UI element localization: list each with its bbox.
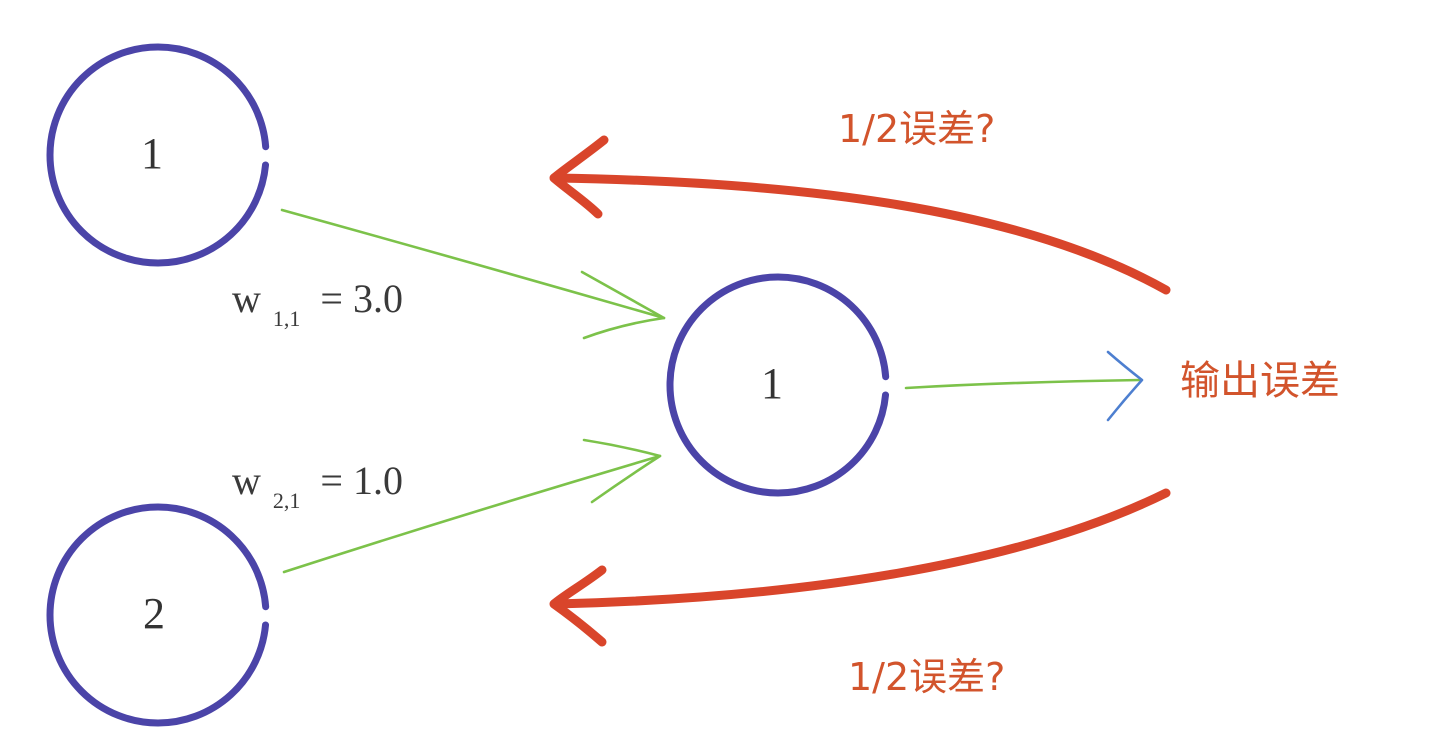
input-node-1-circle [46,43,270,267]
half-error-bottom-label: 1/2误差? [848,655,1005,699]
weight-w21-value: = 1.0 [320,458,403,503]
weight-w11-label: w 1,1 = 3.0 [232,276,403,335]
half-error-top-label: 1/2误差? [838,107,995,151]
link-hidden1-to-output [904,350,1144,422]
weight-w21-symbol: w [232,458,261,503]
weight-w21-label: w 2,1 = 1.0 [232,458,403,517]
weight-w21-subscript: 2,1 [273,488,301,513]
error-arrow-bottom [549,488,1171,647]
link-input2-to-hidden1 [282,438,662,574]
input-node-1-label: 1 [141,129,163,178]
hidden-node-1-label: 1 [761,359,783,408]
weight-w11-value: = 3.0 [320,276,403,321]
input-node-2-circle [46,503,270,727]
input-node-2-label: 2 [143,589,165,638]
error-arrow-top [549,135,1171,295]
link-input1-to-hidden1 [280,208,666,340]
output-error-label: 输出误差 [1180,358,1340,404]
hidden-node-1-circle [666,273,890,497]
weight-w11-symbol: w [232,276,261,321]
weight-w11-subscript: 1,1 [273,306,301,331]
